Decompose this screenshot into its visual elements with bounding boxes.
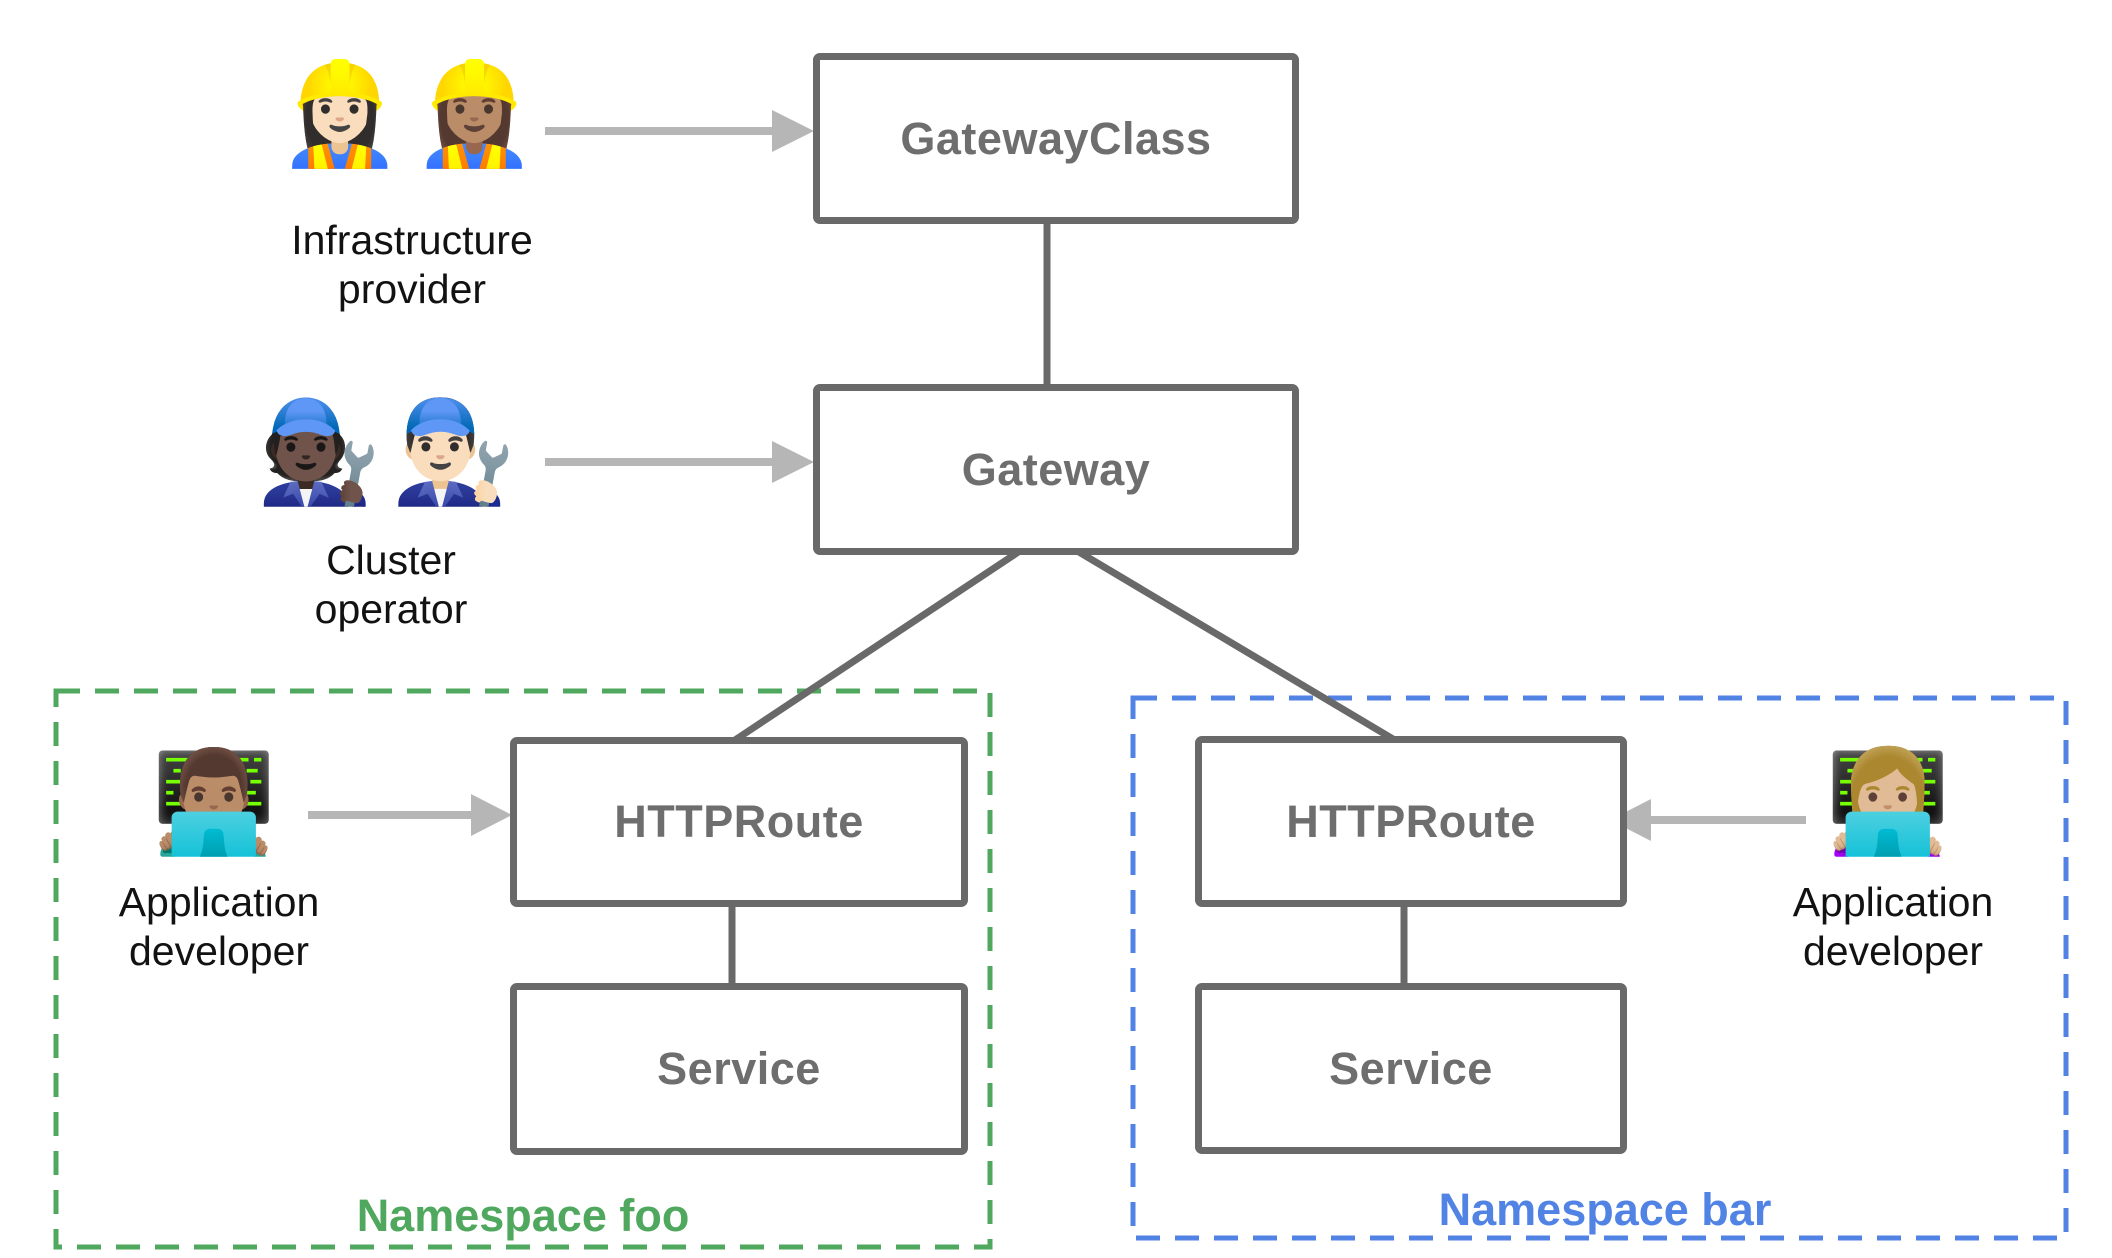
persona-label-line: Application [1792,879,1994,925]
mechanic-emoji: 🧑🏿‍🔧👨🏻‍🔧 [256,396,526,508]
persona-label-line: developer [128,928,310,974]
node-gateway-label: Gateway [961,443,1151,495]
node-gateway: Gateway [813,384,1299,555]
persona-app-developer-bar-label: Application developer [1793,878,1994,976]
persona-cluster-operator: 🧑🏿‍🔧👨🏻‍🔧 Cluster operator [256,396,525,634]
technologist-emoji: 👨🏽‍💻 [151,746,287,858]
construction-worker-emoji: 👷🏻‍♀️👷🏽‍♀️ [277,58,547,170]
namespace-bar-boundary [1130,695,2069,1241]
persona-label-line: developer [1802,928,1984,974]
arrowhead-app-developer-foo [471,794,512,836]
persona-label-line: Cluster [326,537,456,583]
node-httproute-foo: HTTPRoute [510,737,968,907]
persona-label-line: Application [118,879,320,925]
node-gatewayclass: GatewayClass [813,53,1299,224]
technologist-emoji: 👩🏼‍💻 [1825,746,1961,858]
arrowhead-app-developer-bar [1610,799,1651,841]
node-service-bar: Service [1195,983,1627,1154]
node-gatewayclass-label: GatewayClass [900,112,1212,164]
persona-label-line: operator [314,586,468,632]
connector-gateway-httproute-foo [733,530,1049,743]
node-httproute-bar-label: HTTPRoute [1286,795,1536,847]
connector-gateway-httproute-bar [1045,529,1395,743]
persona-infrastructure-provider-label: Infrastructure provider [291,216,533,314]
persona-label-line: Infrastructure [291,217,533,263]
namespace-foo-label: Namespace foo [356,1190,690,1241]
node-service-bar-label: Service [1329,1042,1493,1094]
node-service-foo-label: Service [657,1043,821,1094]
arrowhead-cluster-operator [772,441,814,483]
namespace-foo-boundary [53,688,993,1250]
node-httproute-bar: HTTPRoute [1195,736,1627,907]
persona-app-developer-foo: 👨🏽‍💻 Application developer [119,746,320,976]
namespace-bar-label: Namespace bar [1438,1184,1772,1235]
persona-infrastructure-provider: 👷🏻‍♀️👷🏽‍♀️ Infrastructure provider [277,58,546,314]
persona-app-developer-bar: 👩🏼‍💻 Application developer [1793,746,1994,976]
persona-label-line: provider [337,266,487,312]
node-service-foo: Service [510,983,968,1155]
persona-app-developer-foo-label: Application developer [119,878,320,976]
node-httproute-foo-label: HTTPRoute [614,796,864,847]
persona-cluster-operator-label: Cluster operator [315,536,468,634]
arrowhead-infrastructure-provider [772,110,814,152]
